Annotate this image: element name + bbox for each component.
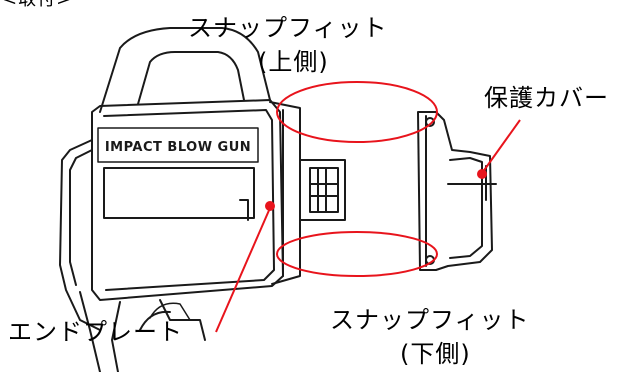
connector-inner bbox=[309, 167, 339, 213]
handle-loop bbox=[99, 27, 271, 113]
snap-fit-lower-note: (下側) bbox=[400, 340, 471, 368]
end-plate-label: エンドプレート bbox=[8, 318, 183, 346]
display-window bbox=[103, 167, 255, 219]
device-label-text: IMPACT BLOW GUN bbox=[105, 140, 251, 155]
grip-2 bbox=[159, 299, 206, 341]
connector-lines bbox=[309, 167, 339, 213]
cover-outline bbox=[417, 111, 493, 271]
window-notch bbox=[239, 199, 249, 221]
handle-loop-inner bbox=[137, 51, 245, 105]
snap-fit-upper-label: スナップフィット bbox=[188, 14, 388, 42]
connector-block bbox=[299, 159, 346, 221]
grip-3 bbox=[139, 310, 171, 331]
snap-fit-lower-label: スナップフィット bbox=[330, 306, 530, 334]
snap-fit-upper-note: (上側) bbox=[258, 48, 329, 76]
protective-cover-label: 保護カバー bbox=[484, 84, 609, 112]
cover-callout-dot bbox=[477, 169, 487, 179]
cover-inner-2 bbox=[449, 157, 483, 259]
left-casing bbox=[59, 139, 101, 331]
left-casing-inner bbox=[69, 149, 93, 286]
end-plate-callout-dot bbox=[265, 201, 275, 211]
end-plate-leader bbox=[215, 207, 271, 333]
snap-fit-upper-ellipse bbox=[276, 81, 438, 143]
gun-body bbox=[91, 99, 284, 301]
header-fragment: <取付> bbox=[2, 0, 72, 14]
snap-fit-lower-ellipse bbox=[276, 231, 438, 277]
grip bbox=[79, 291, 101, 372]
label-plate bbox=[97, 127, 259, 163]
grip-4 bbox=[111, 301, 121, 372]
detail-lower bbox=[149, 302, 191, 321]
cover-leader bbox=[479, 119, 521, 177]
crosshair bbox=[447, 165, 497, 201]
